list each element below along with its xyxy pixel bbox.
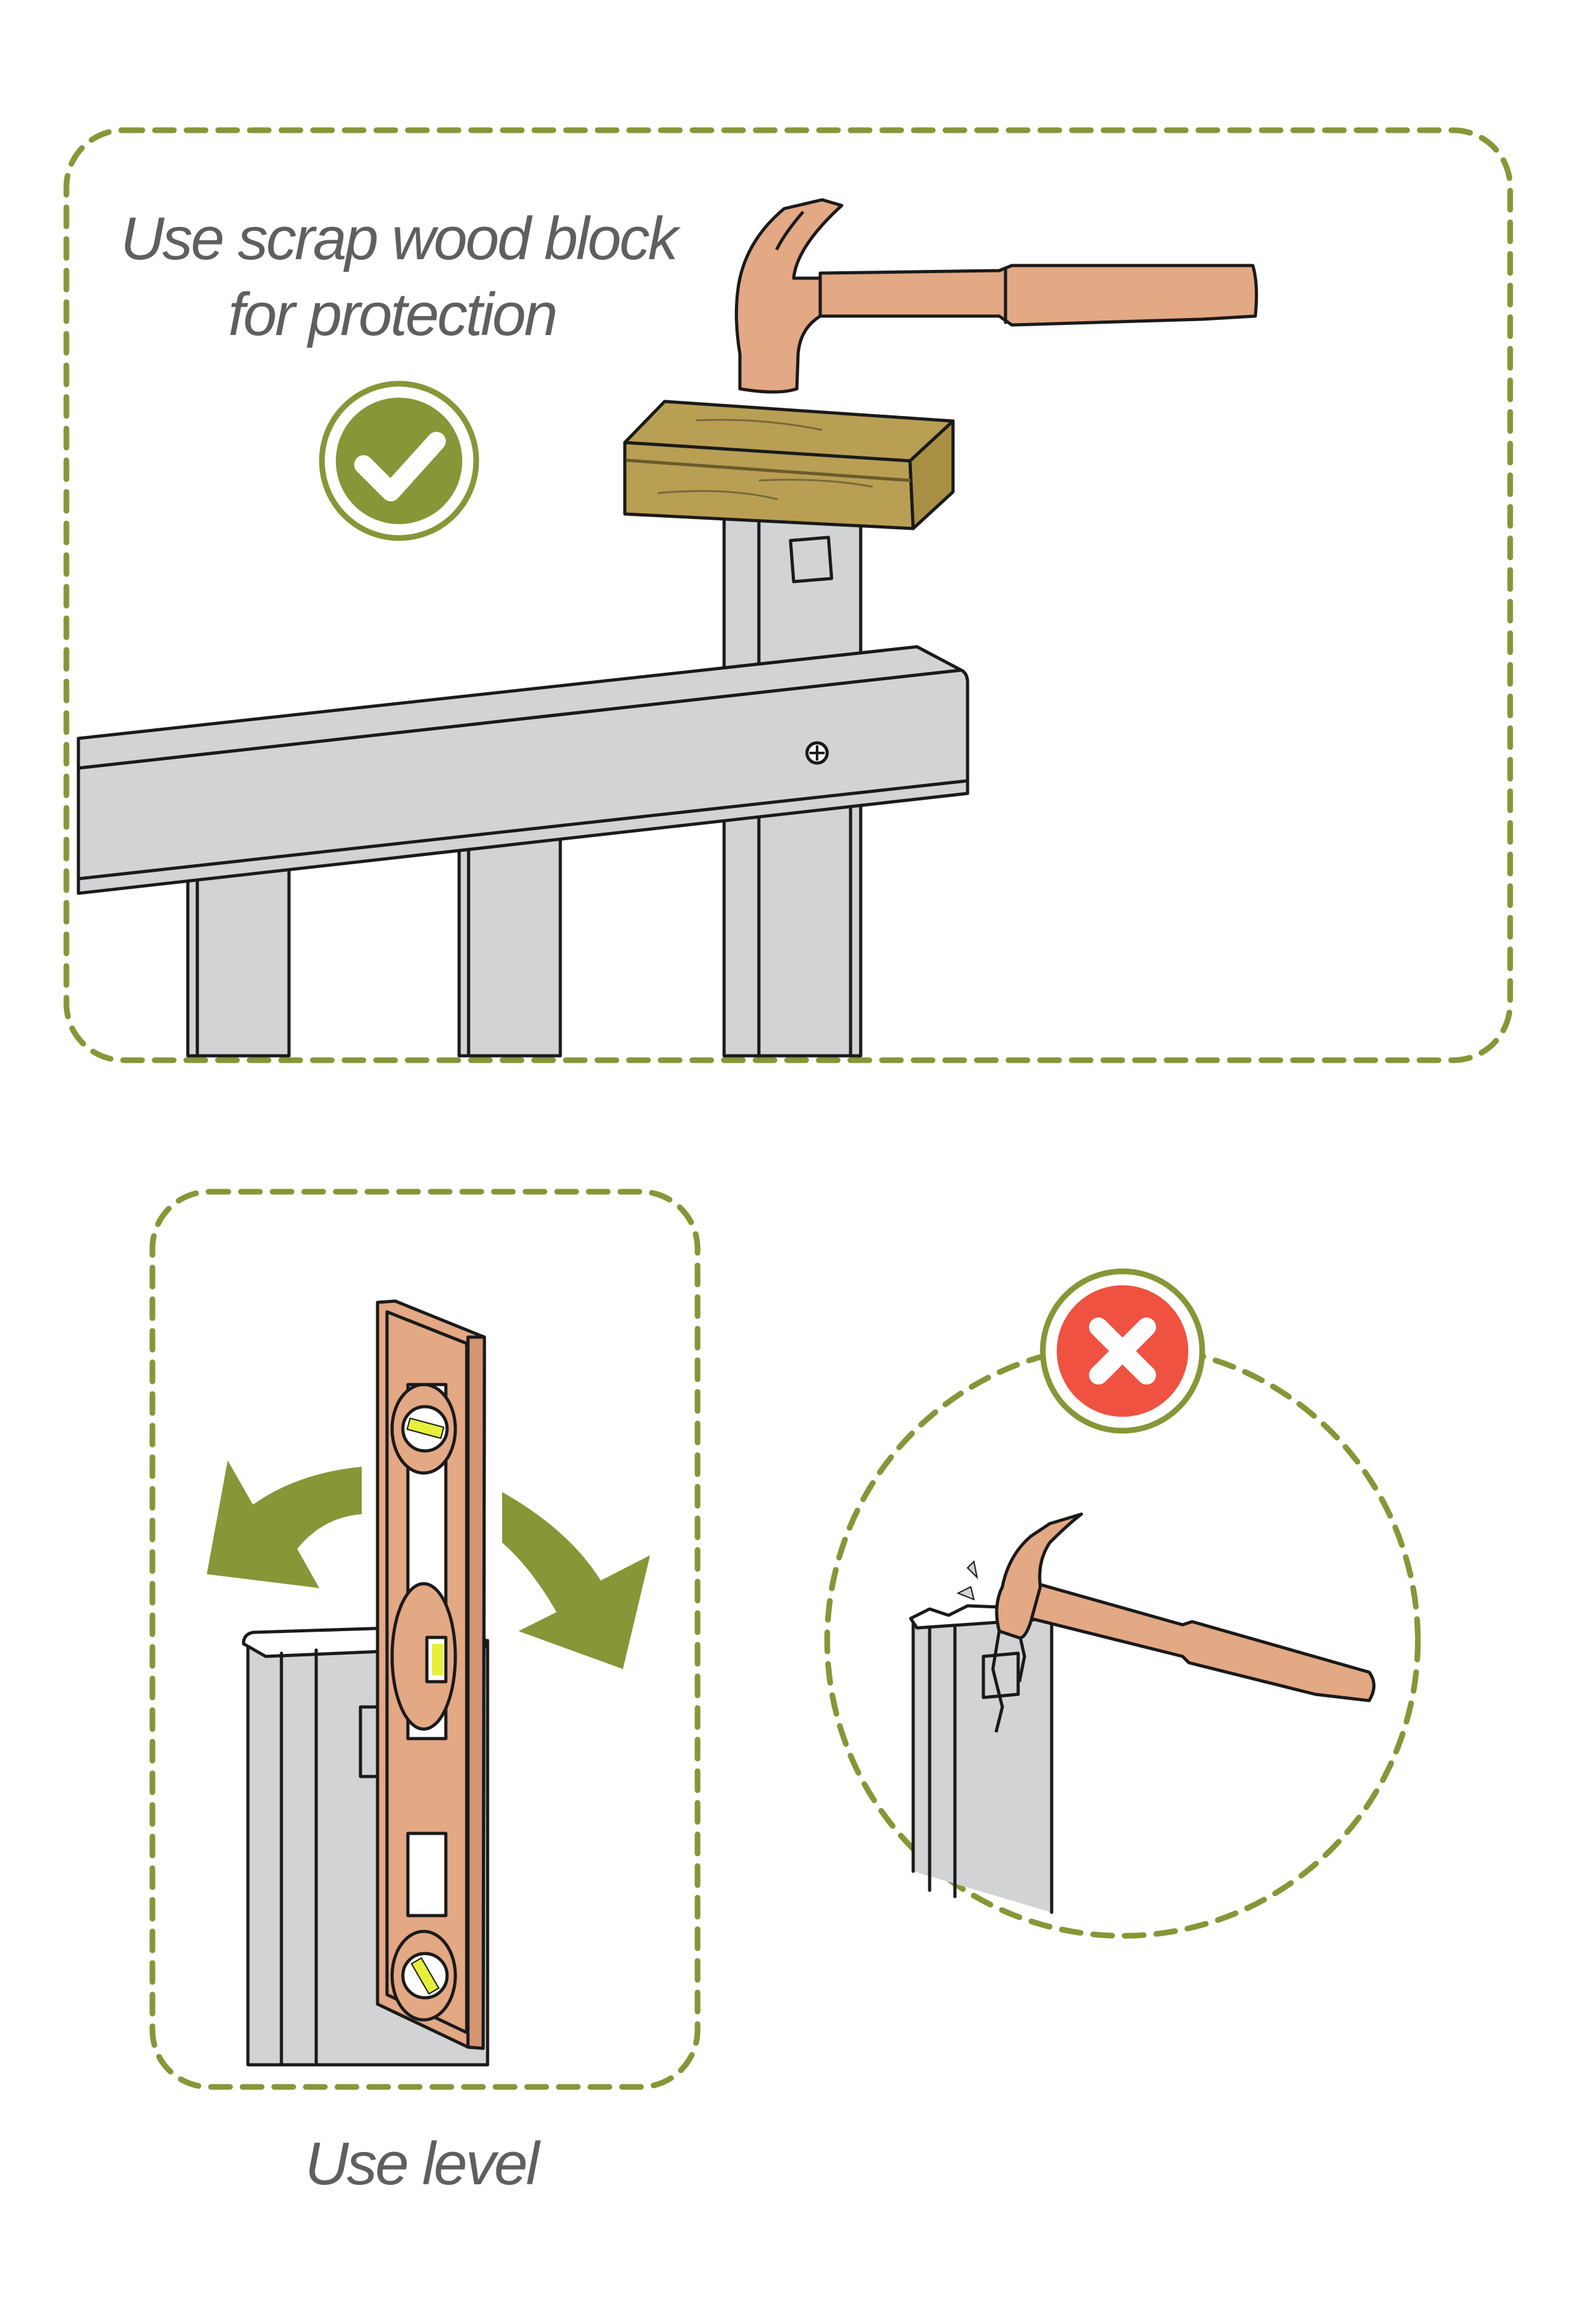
caption-line-2: for protection xyxy=(228,281,556,348)
rotate-right-arrow-icon xyxy=(502,1492,650,1669)
screw-icon xyxy=(805,741,829,765)
hammer xyxy=(995,1512,1375,1703)
check-icon xyxy=(319,381,479,541)
scrap-wood-block xyxy=(623,400,955,530)
bubble-vial xyxy=(432,1644,443,1675)
panel-dashed-border xyxy=(63,127,1513,1063)
direct-hammer-panel xyxy=(824,1268,1421,1939)
caption-line-1: Use scrap wood block xyxy=(120,205,681,272)
baluster xyxy=(186,864,291,1058)
hammer xyxy=(734,198,1258,394)
level-caption: Use level xyxy=(305,2130,541,2198)
post-lower xyxy=(722,782,863,1058)
x-icon xyxy=(1040,1268,1205,1434)
spirit-level xyxy=(376,1299,486,2050)
top-rail xyxy=(77,645,969,895)
rotate-left-arrow-icon xyxy=(207,1460,362,1588)
protection-panel: Use scrap wood block for protection xyxy=(63,127,1513,1063)
level-panel: Use level xyxy=(149,1189,701,2198)
bubble-vial xyxy=(406,1417,445,1440)
baluster xyxy=(457,836,562,1058)
bubble-vial xyxy=(410,1957,440,1995)
